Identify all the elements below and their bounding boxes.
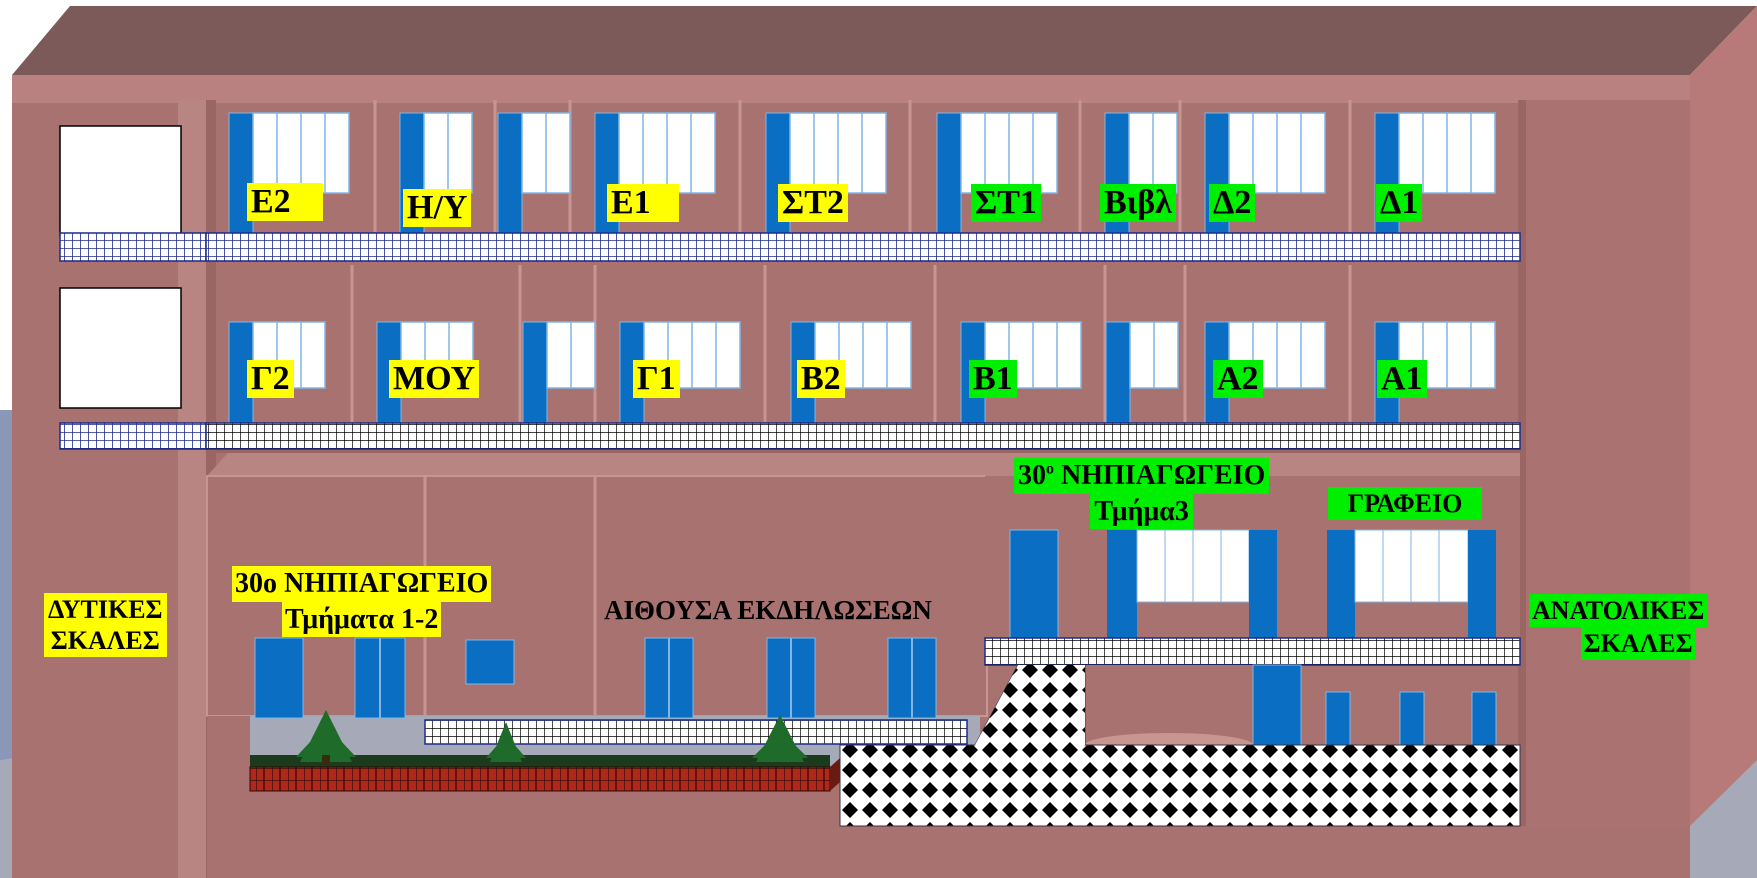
west-stairs-label: ΔΥΤΙΚΕΣ ΣΚΑΛΕΣ [44, 593, 167, 658]
roof [12, 6, 1757, 75]
room-label-st1: ΣΤ1 [971, 184, 1041, 222]
room-label-e1: Ε1 [607, 184, 679, 222]
office-label: ΓΡΑΦΕΙΟ [1328, 487, 1482, 521]
room-label-d2: Δ2 [1209, 184, 1256, 222]
west-stairs-line1: ΔΥΤΙΚΕΣ [48, 595, 163, 624]
room-label-b1: Β1 [969, 360, 1017, 398]
room-label-st2: ΣΤ2 [778, 184, 848, 222]
door [497, 112, 523, 234]
room-label-a2: Α2 [1213, 360, 1263, 398]
door [254, 637, 304, 719]
railing-floor2-west [59, 232, 207, 262]
kindergarten-main-label: 30ο ΝΗΠΙΑΓΩΓΕΙΟ Τμήματα 1-2 [232, 566, 492, 638]
room-label-b2: Β2 [797, 360, 845, 398]
east-stairs-line2: ΣΚΑΛΕΣ [1580, 627, 1696, 661]
kindergarten-main-line2: Τμήματα 1-2 [281, 601, 442, 638]
west-stair-window-top [59, 125, 182, 237]
east-stairs-line1: ΑΝΑΤΟΛΙΚΕΣ [1529, 594, 1708, 628]
door [936, 112, 962, 234]
window [465, 639, 515, 685]
railing-floor1-west [59, 422, 207, 450]
window-unit [1105, 321, 1179, 425]
room-label-computers: Η/Υ [403, 189, 472, 227]
railing-floor2 [205, 232, 1521, 262]
room-label-g2: Γ2 [247, 360, 294, 398]
door [1009, 529, 1059, 641]
window-unit [497, 112, 571, 234]
west-stairs-line2: ΣΚΑΛΕΣ [50, 626, 160, 656]
events-hall-label: ΑΙΘΟΥΣΑ ΕΚΔΗΛΩΣΕΩΝ [604, 595, 932, 625]
room-label-e2: Ε2 [247, 183, 323, 221]
tree [296, 710, 356, 765]
room-label-g1: Γ1 [633, 360, 680, 398]
railing-ground-east [984, 637, 1521, 666]
door [522, 321, 548, 425]
railing-walkway [424, 719, 968, 745]
kindergarten-main-line1: 30ο ΝΗΠΙΑΓΩΓΕΙΟ [232, 566, 492, 602]
window-unit [1374, 112, 1496, 234]
kindergarten3-line2: Τμήμα3 [1090, 493, 1193, 530]
kindergarten3-label: 30ο ΝΗΠΙΑΓΩΓΕΙΟ Τμήμα3 [1014, 458, 1270, 530]
floor2-windows [228, 112, 1496, 234]
room-label-music: ΜΟΥ [389, 360, 480, 398]
garden-bed [249, 766, 831, 792]
window-unit [765, 112, 887, 234]
room-label-d1: Δ1 [1376, 184, 1423, 222]
door [1252, 664, 1302, 746]
room-label-library: Βιβλ [1100, 184, 1176, 222]
tree [752, 715, 808, 762]
kindergarten3-line1: 30ο ΝΗΠΙΑΓΩΓΕΙΟ [1014, 458, 1270, 494]
window-unit [936, 112, 1058, 234]
west-stair-window-bottom [59, 287, 182, 409]
railing-floor1 [205, 422, 1521, 450]
east-side-wall [1690, 6, 1757, 826]
tree [486, 722, 526, 762]
window-unit [522, 321, 596, 425]
east-stairs-label: ΑΝΑΤΟΛΙΚΕΣ ΣΚΑΛΕΣ [1529, 594, 1708, 661]
door [1105, 321, 1131, 425]
room-label-a1: Α1 [1377, 360, 1427, 398]
